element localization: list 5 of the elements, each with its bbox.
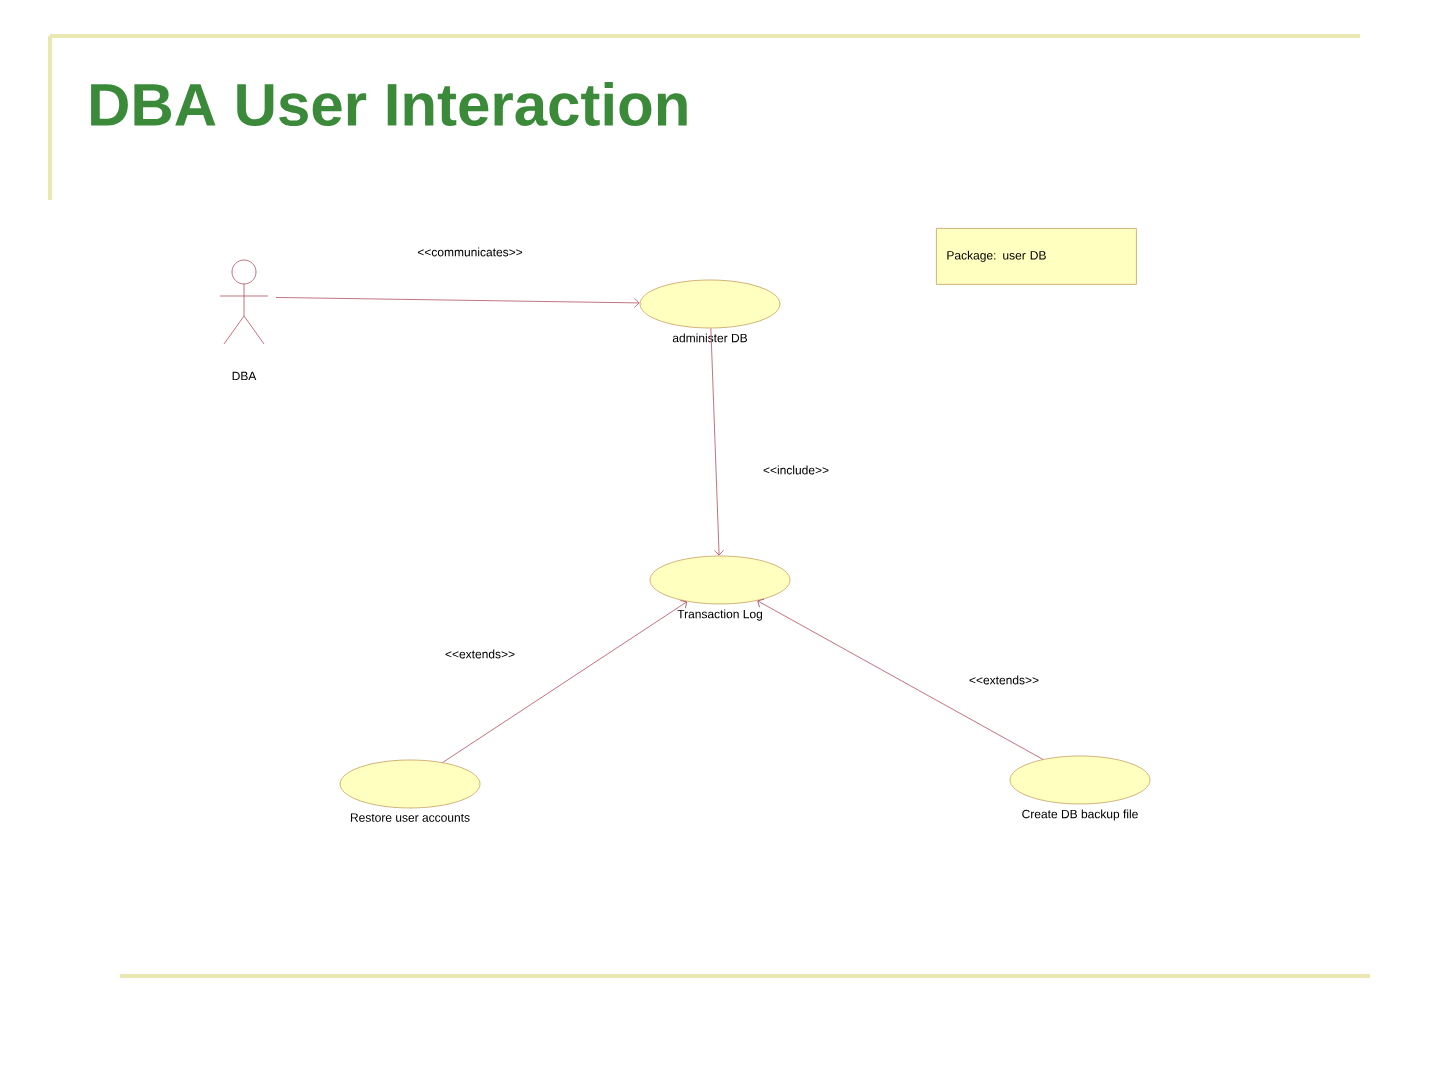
title: DBA User Interaction [91, 81, 687, 127]
arrow [710, 328, 724, 556]
arrow [275, 297, 640, 308]
arrow [442, 600, 688, 763]
arrow [757, 598, 1044, 760]
